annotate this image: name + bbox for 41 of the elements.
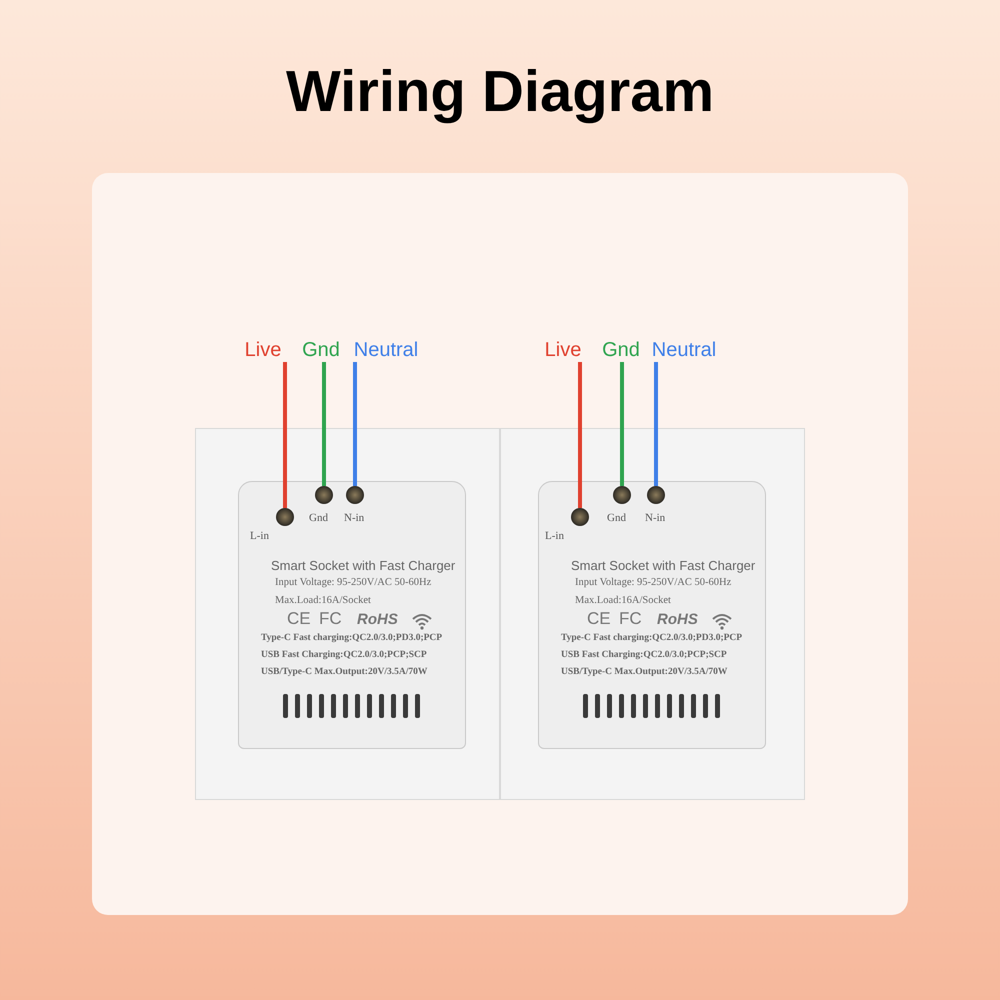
- spec-text: Type-C Fast charging:QC2.0/3.0;PD3.0;PCP: [561, 633, 742, 643]
- wire-label: Gnd: [298, 338, 344, 362]
- wire-label: Live: [240, 338, 286, 362]
- socket-module: [538, 481, 766, 749]
- spec-text: USB Fast Charging:QC2.0/3.0;PCP;SCP: [261, 650, 427, 660]
- spec-text: USB/Type-C Max.Output:20V/3.5A/70W: [261, 667, 428, 677]
- wire-label: Live: [540, 338, 586, 362]
- spec-text: Max.Load:16A/Socket: [275, 595, 371, 606]
- wire-label: Gnd: [598, 338, 644, 362]
- wire: [353, 362, 357, 486]
- certification-mark: RoHS: [357, 611, 398, 628]
- certification-mark: FC: [619, 609, 642, 629]
- module-title: Smart Socket with Fast Charger: [271, 558, 456, 573]
- spec-text: Max.Load:16A/Socket: [575, 595, 671, 606]
- certification-mark: RoHS: [657, 611, 698, 628]
- socket-module: [238, 481, 466, 749]
- diagram-title: Wiring Diagram: [284, 58, 716, 125]
- certification-mark: FC: [319, 609, 342, 629]
- terminal-label: N-in: [344, 512, 364, 524]
- terminal-label: L-in: [545, 530, 564, 542]
- wire: [654, 362, 658, 486]
- wire: [578, 362, 582, 508]
- wire-label: Neutral: [348, 338, 424, 362]
- spec-text: USB Fast Charging:QC2.0/3.0;PCP;SCP: [561, 650, 727, 660]
- wall-plate: [195, 428, 500, 800]
- wire: [283, 362, 287, 508]
- wire-label: Neutral: [646, 338, 722, 362]
- terminal-label: N-in: [645, 512, 666, 524]
- spec-text: Type-C Fast charging:QC2.0/3.0;PD3.0;PCP: [261, 633, 442, 643]
- terminal-label: Gnd: [309, 512, 328, 524]
- spec-text: Input Voltage: 95-250V/AC 50-60Hz: [275, 577, 432, 588]
- spec-text: Input Voltage: 95-250V/AC 50-60Hz: [575, 577, 732, 588]
- terminal-label: Gnd: [607, 512, 626, 524]
- spec-text: USB/Type-C Max.Output:20V/3.5A/70W: [561, 667, 728, 677]
- module-title: Smart Socket with Fast Charger: [571, 558, 756, 573]
- wall-plate: [500, 428, 805, 800]
- certification-mark: CE: [287, 609, 311, 629]
- wire: [322, 362, 326, 486]
- certification-mark: CE: [587, 609, 611, 629]
- wire: [620, 362, 624, 486]
- terminal-label: L-in: [250, 530, 269, 542]
